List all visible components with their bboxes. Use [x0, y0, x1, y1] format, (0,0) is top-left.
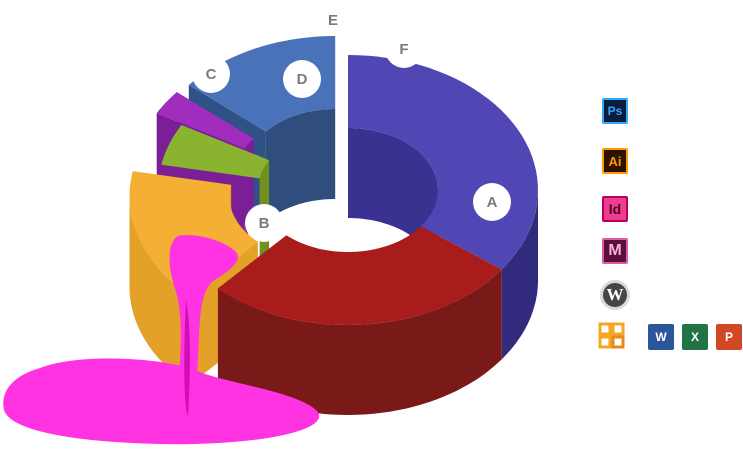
- slice-top-e: [156, 92, 254, 149]
- slice-label-f: F: [385, 30, 423, 68]
- label-badge: [192, 55, 230, 93]
- office-logo-shape: [598, 322, 625, 349]
- label-badge: [385, 30, 423, 68]
- illustrator-icon: Ai: [602, 148, 628, 174]
- label-badge: [245, 204, 283, 242]
- slice-label-d: D: [283, 60, 321, 98]
- label-text: A: [487, 194, 498, 211]
- label-badge: [473, 183, 511, 221]
- slice-label-c: C: [192, 55, 230, 93]
- paint-stream-shadow: [184, 300, 190, 416]
- photoshop-icon: Ps: [602, 98, 628, 124]
- slice-top-f: [188, 36, 336, 132]
- label-badge: [283, 60, 321, 98]
- indesign-icon: Id: [602, 196, 628, 222]
- slice-inner-wall-a: [348, 128, 438, 280]
- slice-label-e: E: [328, 12, 338, 29]
- label-text: B: [259, 215, 270, 232]
- slice-label-b: B: [245, 204, 283, 242]
- label-text: C: [206, 66, 217, 83]
- slice-top-b: [217, 226, 502, 325]
- wordpress-icon: W: [600, 280, 630, 310]
- label-text: F: [399, 41, 408, 58]
- slice-top-d: [161, 125, 270, 179]
- segment-labels: A B C D E F: [192, 12, 511, 242]
- office-icon: [598, 322, 626, 350]
- label-text: E: [328, 12, 338, 29]
- slice-label-a: A: [473, 183, 511, 221]
- muse-icon: M: [602, 238, 628, 264]
- paint-drip: [3, 234, 320, 445]
- excel-icon: X: [682, 324, 708, 350]
- slice-inner-wall-f: [265, 109, 336, 222]
- slice-outer-wall-b: [217, 269, 502, 415]
- pie-slice-b: [217, 226, 502, 415]
- label-text: D: [297, 71, 308, 88]
- word-icon: W: [648, 324, 674, 350]
- slice-outer-wall-c: [129, 196, 190, 385]
- slice-outer-wall-a: [501, 190, 538, 360]
- paint-puddle: [3, 358, 320, 445]
- powerpoint-icon: P: [716, 324, 742, 350]
